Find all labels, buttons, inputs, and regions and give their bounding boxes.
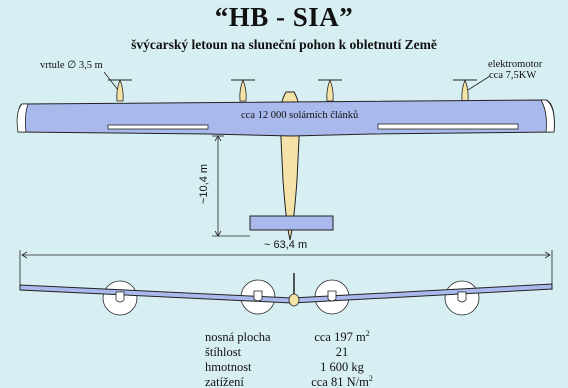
spec-row: zatížení cca 81 N/m2 xyxy=(205,373,382,388)
spec-value: 21 xyxy=(335,345,349,359)
length-dimension-label: ~10,4 m xyxy=(198,163,210,204)
spec-label: zatížení xyxy=(205,375,244,388)
spec-value: 1 600 kg xyxy=(320,360,364,374)
specs-table: nosná plocha cca 197 m2 štíhlost 21 hmot… xyxy=(205,328,382,388)
solar-cells-label: cca 12 000 solárních článků xyxy=(241,110,359,121)
cells-label-bg xyxy=(228,110,370,124)
spec-label: štíhlost xyxy=(205,345,242,359)
motor-nacelles-top xyxy=(116,78,469,102)
left-wing-tip xyxy=(16,103,29,133)
ailerons xyxy=(107,123,519,130)
spec-value: cca 81 N/m2 xyxy=(311,373,373,388)
motor-label-line2: cca 7,5KW xyxy=(489,70,537,81)
spec-label: hmotnost xyxy=(205,360,252,374)
horizontal-tail xyxy=(249,215,334,231)
motor-pods-side xyxy=(115,290,467,303)
propeller-label: vrtule ∅ 3,5 m xyxy=(40,60,103,71)
spec-row: hmotnost 1 600 kg xyxy=(205,360,382,375)
span-dimension xyxy=(19,250,553,290)
spec-row: nosná plocha cca 197 m2 xyxy=(205,328,382,345)
page-title: “HB - SIA” xyxy=(214,2,354,32)
span-dimension-label: ~ 63,4 m xyxy=(264,239,308,251)
page-subtitle: švýcarský letoun na sluneční pohon k obl… xyxy=(131,37,437,52)
right-wing-tip xyxy=(540,99,555,133)
spec-row: štíhlost 21 xyxy=(205,345,382,360)
length-dimension xyxy=(212,135,250,237)
spec-label: nosná plocha xyxy=(205,330,271,344)
motor-label-line1: elektromotor xyxy=(488,59,543,70)
spec-value: cca 197 m2 xyxy=(314,328,370,344)
motor-leader-line xyxy=(467,75,491,91)
propeller-leader-line xyxy=(103,71,119,91)
fuselage-side-view xyxy=(288,273,300,307)
